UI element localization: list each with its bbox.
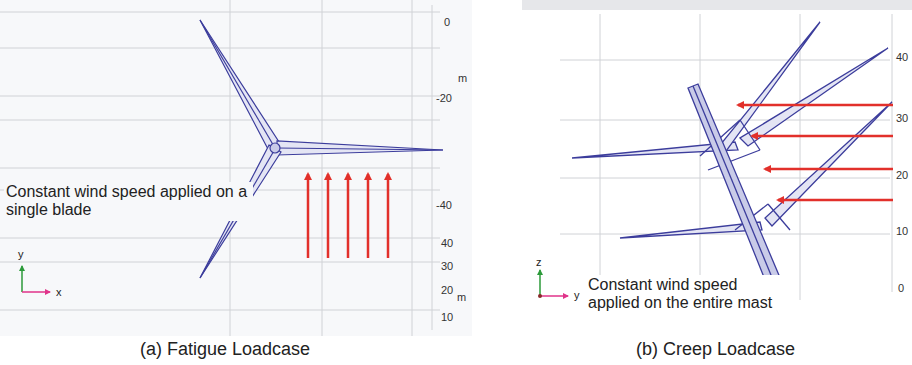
panel-caption: (b) Creep Loadcase — [636, 340, 795, 360]
axis-tick: 20 — [441, 284, 453, 296]
axis-tick: 40 — [441, 237, 453, 249]
panel-ground — [0, 0, 472, 336]
axis-triad — [22, 266, 50, 292]
axis-tick: 30 — [896, 112, 908, 124]
panel-top-bar — [522, 0, 912, 10]
wind-arrows — [738, 105, 893, 200]
panel-caption: (a) Fatigue Loadcase — [140, 340, 310, 360]
axis-tick: 0 — [444, 16, 450, 28]
axis-tick: 40 — [896, 51, 908, 63]
axis-tick: 20 — [896, 169, 908, 181]
grid-lines — [0, 0, 440, 336]
axis-triad — [538, 270, 568, 298]
axis-tick: 30 — [441, 260, 453, 272]
axis-tick: -40 — [436, 199, 452, 211]
axis-tick: -20 — [436, 92, 452, 104]
axis-letter: x — [56, 286, 62, 298]
rotor-blades — [200, 20, 443, 278]
load-note: Constant wind speed applied on a single … — [4, 182, 253, 221]
axis-tick: 0 — [898, 282, 904, 294]
mast-structure — [572, 22, 892, 312]
axis-unit: m — [458, 72, 467, 84]
axis-tick: 10 — [896, 225, 908, 237]
panel-ground — [522, 0, 912, 326]
axis-letter: z — [536, 256, 542, 268]
load-note: Constant wind speed applied on the entir… — [586, 275, 795, 314]
axis-letter: y — [574, 289, 580, 301]
axis-unit: m — [457, 291, 466, 303]
wind-arrows — [308, 174, 388, 258]
axis-tick: 10 — [441, 311, 453, 323]
axis-letter: y — [18, 248, 24, 260]
